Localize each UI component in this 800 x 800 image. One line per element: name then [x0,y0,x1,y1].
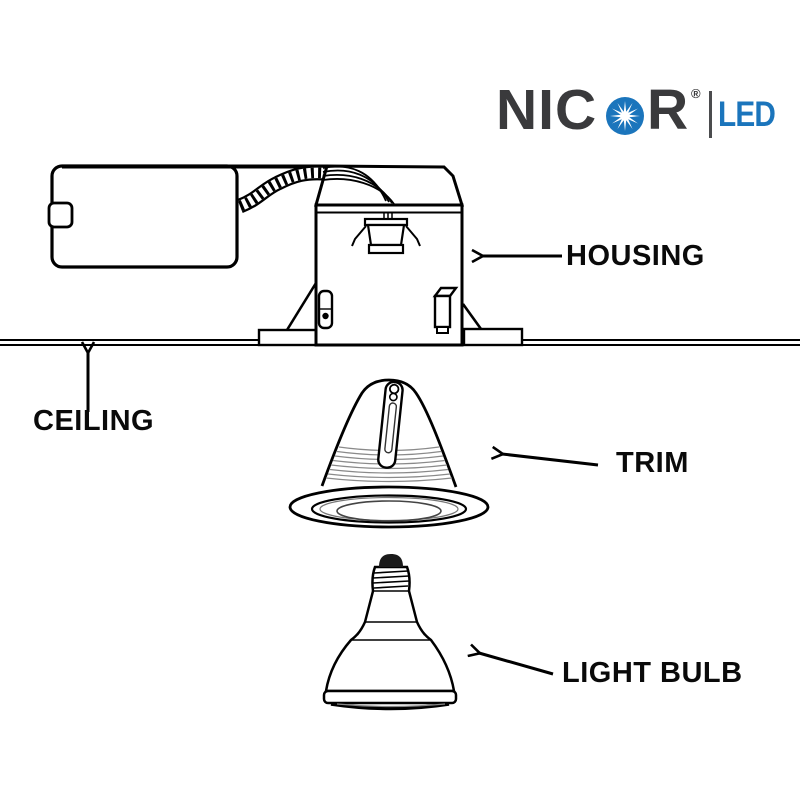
light-bulb-label: LIGHT BULB [562,657,743,689]
logo-text-led: LED [718,95,776,134]
trim-flange [288,485,490,529]
bulb-contact-tip [379,554,403,567]
registered-trademark: ® [691,86,701,101]
light-bulb [322,554,458,711]
housing-clip-left [317,289,334,330]
light-bulb-arrow [479,653,554,676]
lamp-socket [363,217,409,255]
socket-springs [351,225,421,247]
trim-spring-bracket [377,380,404,469]
junction-box [47,164,328,269]
trim-arrow [502,454,599,467]
flex-conduit [237,165,324,213]
screw-base-threads [372,570,410,592]
logo-text-nic: NIC [496,78,598,142]
callout-arrows [88,256,599,676]
housing-clip-right [432,286,459,334]
housing-can [285,164,483,347]
bulb-lens-rim [322,689,458,705]
housing-label: HOUSING [566,240,705,272]
logo-divider [709,91,712,138]
junction-box-tab [47,201,74,229]
trim-cone [288,378,490,529]
trim-label: TRIM [616,447,689,479]
logo-text-r: R [647,78,689,142]
wires [322,165,395,205]
ceiling-label: CEILING [33,405,155,437]
starburst-icon [606,97,644,135]
